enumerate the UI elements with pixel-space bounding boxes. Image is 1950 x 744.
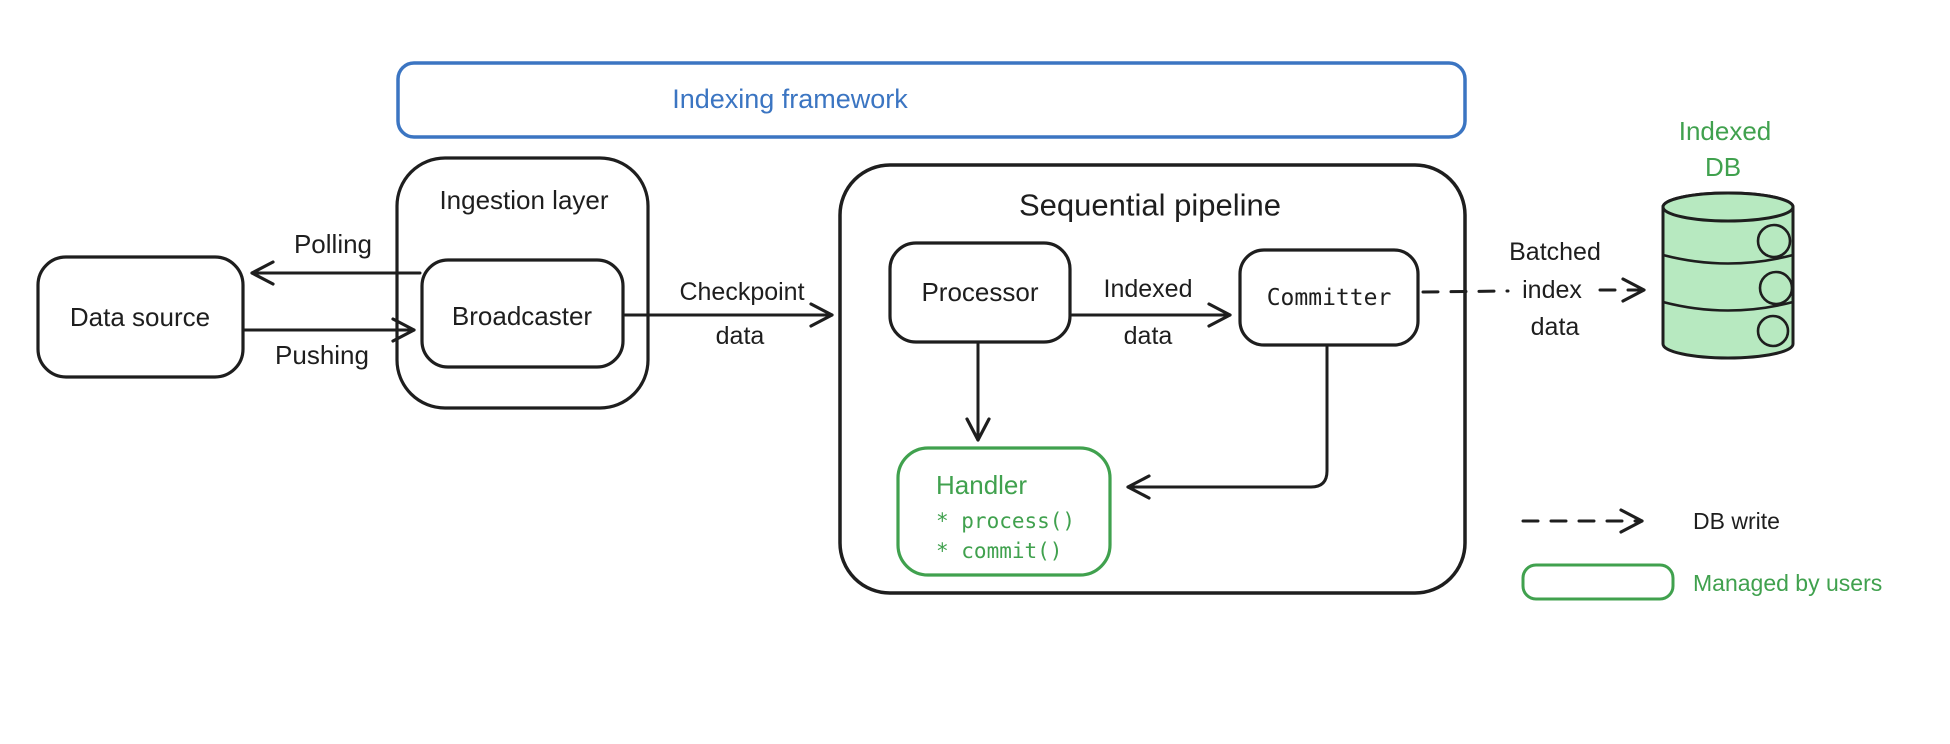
processor-box [888,241,1072,344]
ingestion-layer-box [395,156,650,410]
handler-method-commit: * commit() [936,539,1062,563]
indexed-data-label-line1: Indexed [1104,275,1193,303]
batched-index-data-label-line3: data [1531,313,1580,341]
db-disk-dot-3 [1756,314,1790,348]
checkpoint-data-label-line1: Checkpoint [679,278,804,306]
db-cylinder-top [1661,191,1795,223]
data-source-label: Data source [70,302,210,332]
broadcaster-box [420,258,625,369]
committer-box [1238,248,1420,347]
db-disk-dot-2 [1758,270,1794,306]
ingestion-layer-label: Ingestion layer [439,185,608,215]
handler-method-process: * process() [936,509,1075,533]
processor-label: Processor [921,277,1038,307]
data-source-box [36,255,245,379]
db-cylinder-separator-2 [1661,300,1795,312]
db-disk-dot-1 [1756,223,1792,259]
indexed-db-label-line1: Indexed [1679,116,1772,146]
indexing-framework-frame [396,61,1467,139]
legend-green-box [1521,563,1675,601]
sequential-pipeline-box [838,163,1467,595]
db-cylinder-separator-1 [1661,253,1795,265]
broadcaster-label: Broadcaster [452,301,593,331]
committer-to-handler-arrow [1126,345,1329,500]
legend-managed-by-users-label: Managed by users [1693,570,1882,596]
handler-title: Handler [936,470,1027,500]
batched-index-data-label-line1: Batched [1509,238,1601,266]
sequential-pipeline-label: Sequential pipeline [1019,188,1281,223]
indexing-framework-label: Indexing framework [672,84,908,114]
batched-index-data-arrow-segment1 [1421,289,1510,294]
indexed-db-cylinder [1661,191,1795,360]
legend-db-write-label: DB write [1693,508,1780,534]
committer-label: Committer [1267,285,1392,311]
handler-box [896,446,1112,577]
polling-label: Polling [294,229,372,259]
pushing-label: Pushing [275,340,369,370]
indexed-data-label-line2: data [1124,322,1173,350]
indexed-db-label-line2: DB [1705,152,1741,182]
batched-index-data-label-line2: index [1522,276,1582,304]
checkpoint-data-label-line2: data [716,322,765,350]
legend: DB write Managed by users [1521,508,1882,601]
